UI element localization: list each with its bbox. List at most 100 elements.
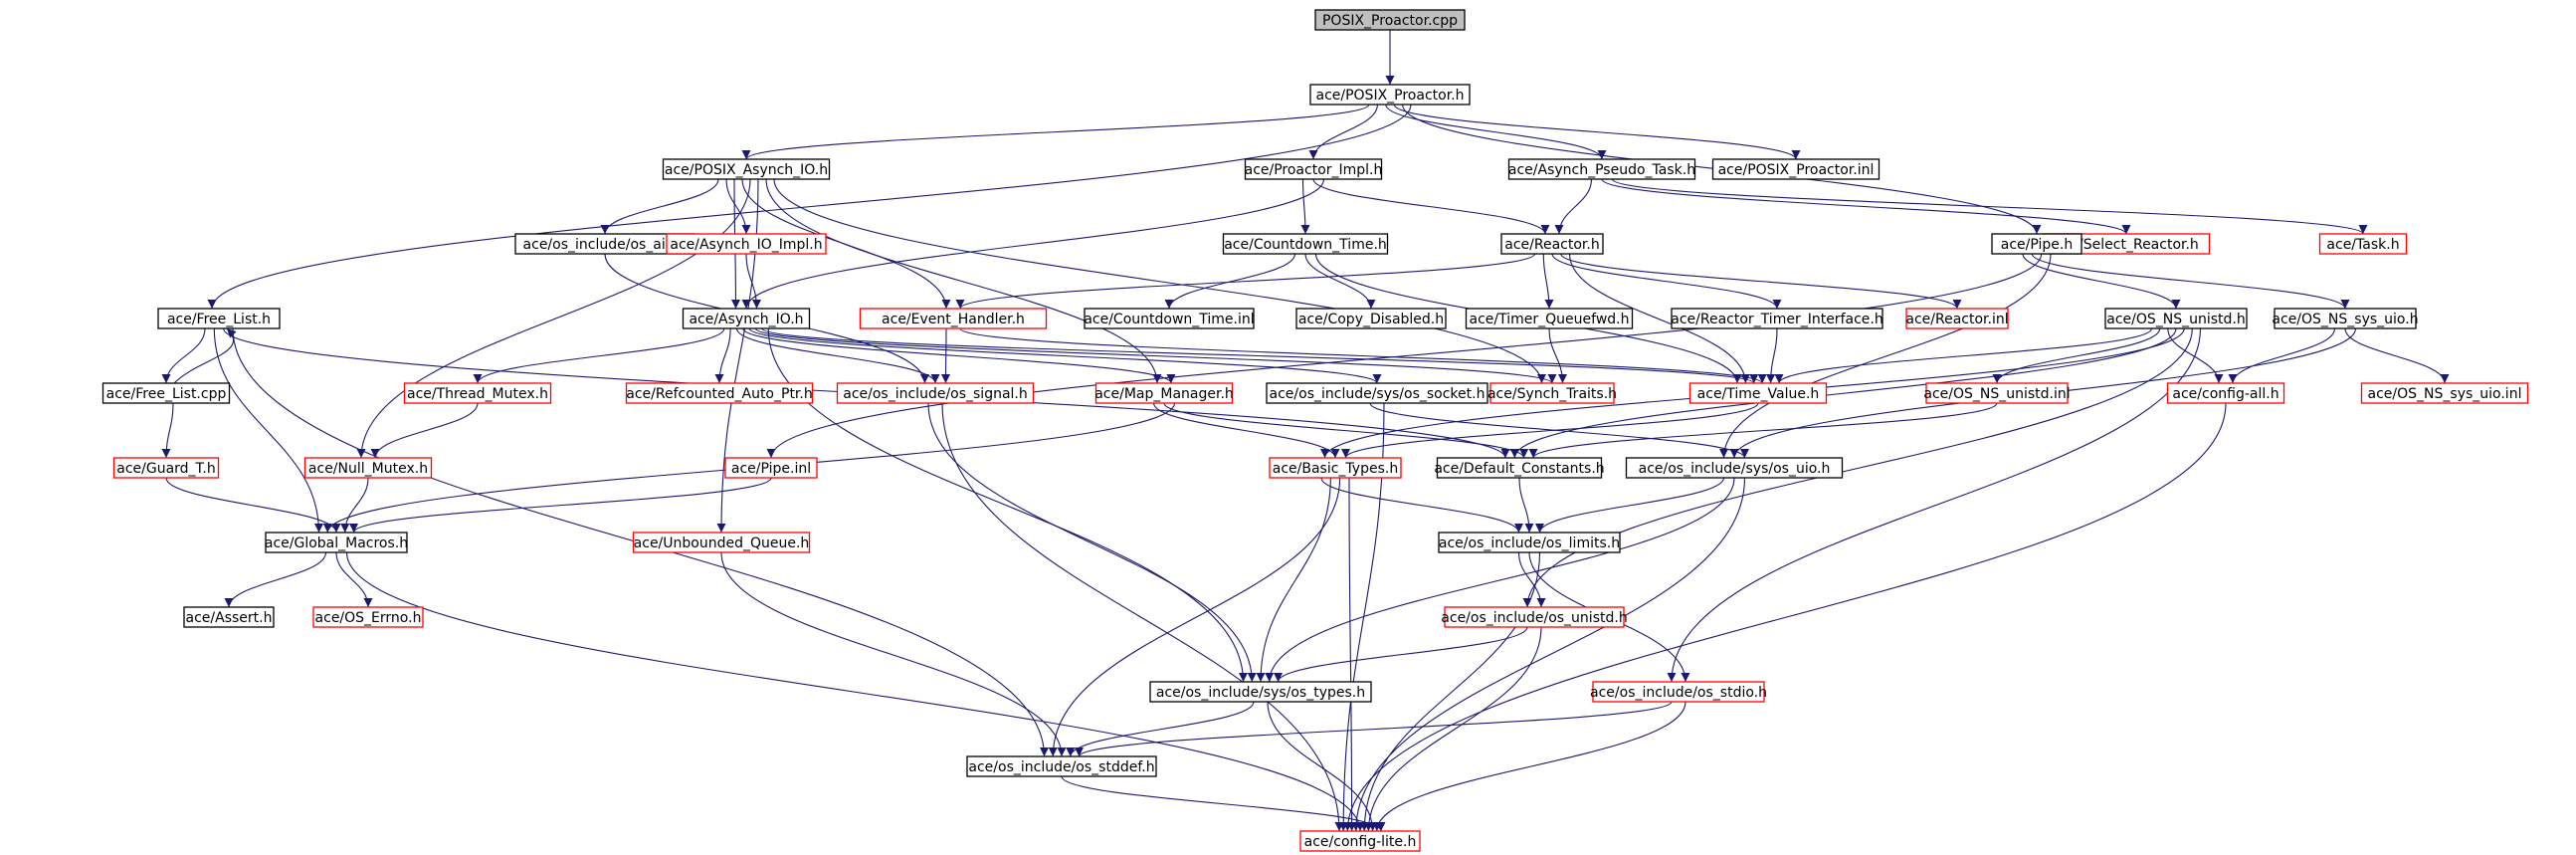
node-box[interactable] [682, 308, 811, 329]
node-n14[interactable]: ace/Asynch_IO.h [682, 308, 811, 329]
node-box[interactable] [1295, 308, 1447, 329]
node-n24[interactable]: ace/Thread_Mutex.h [403, 382, 552, 404]
node-n16[interactable]: ace/Countdown_Time.inl [1084, 308, 1255, 329]
node-box[interactable] [1094, 382, 1234, 404]
node-n21[interactable]: ace/OS_NS_unistd.h [2104, 308, 2248, 329]
node-box[interactable] [312, 606, 424, 628]
node-box[interactable] [403, 382, 552, 404]
node-box[interactable] [1244, 158, 1383, 180]
node-box[interactable] [1500, 233, 1604, 255]
node-box[interactable] [1625, 457, 1844, 479]
node-n44[interactable]: ace/OS_Errno.h [312, 606, 424, 628]
node-box[interactable] [1489, 382, 1615, 404]
node-n49[interactable]: ace/config-lite.h [1299, 830, 1421, 852]
node-box[interactable] [1991, 233, 2082, 255]
node-n25[interactable]: ace/Refcounted_Auto_Ptr.h [625, 382, 814, 404]
node-box[interactable] [2360, 382, 2529, 404]
node-n46[interactable]: ace/os_include/sys/os_types.h [1149, 681, 1372, 703]
node-n43[interactable]: ace/Assert.h [183, 606, 275, 628]
node-n8[interactable]: ace/Countdown_Time.h [1222, 233, 1389, 255]
node-box[interactable] [966, 755, 1157, 777]
node-box[interactable] [632, 532, 811, 553]
node-box[interactable] [1269, 457, 1402, 479]
node-box[interactable] [1309, 84, 1471, 106]
node-n0[interactable]: POSIX_Proactor.cpp [1314, 9, 1466, 31]
node-n1[interactable]: ace/POSIX_Proactor.h [1309, 84, 1471, 106]
node-box[interactable] [836, 382, 1035, 404]
node-box[interactable] [1905, 308, 2009, 329]
node-n40[interactable]: ace/Global_Macros.h [265, 532, 408, 553]
node-box[interactable] [859, 308, 1048, 329]
node-n29[interactable]: ace/Synch_Traits.h [1487, 382, 1617, 404]
node-n45[interactable]: ace/os_include/os_unistd.h [1441, 606, 1628, 628]
node-n33[interactable]: ace/OS_NS_sys_uio.inl [2360, 382, 2529, 404]
node-box[interactable] [1222, 233, 1389, 255]
node-box[interactable] [1671, 308, 1883, 329]
node-box[interactable] [1711, 158, 1881, 180]
node-n20[interactable]: ace/Reactor.inl [1905, 308, 2009, 329]
node-box[interactable] [1465, 308, 1634, 329]
node-box[interactable] [303, 457, 433, 479]
node-n36[interactable]: ace/Pipe.inl [724, 457, 818, 479]
node-box[interactable] [1314, 9, 1466, 31]
node-n9[interactable]: ace/Reactor.h [1500, 233, 1604, 255]
node-box[interactable] [662, 158, 831, 180]
node-n42[interactable]: ace/os_include/os_limits.h [1438, 532, 1621, 553]
node-box[interactable] [1925, 382, 2069, 404]
node-box[interactable] [2166, 382, 2285, 404]
node-n3[interactable]: ace/Proactor_Impl.h [1244, 158, 1383, 180]
node-box[interactable] [101, 382, 231, 404]
node-n19[interactable]: ace/Reactor_Timer_Interface.h [1671, 308, 1883, 329]
node-n34[interactable]: ace/Guard_T.h [112, 457, 220, 479]
node-n12[interactable]: ace/Pipe.h [1991, 233, 2082, 255]
node-box[interactable] [1592, 681, 1765, 703]
node-box[interactable] [157, 308, 281, 329]
node-n13[interactable]: ace/Free_List.h [157, 308, 281, 329]
node-n30[interactable]: ace/Time_Value.h [1688, 382, 1828, 404]
node-label: ace/OS_Errno.h [315, 610, 422, 626]
node-box[interactable] [1149, 681, 1372, 703]
node-n6[interactable]: ace/os_include/os_aio.h [514, 233, 695, 255]
node-box[interactable] [1299, 830, 1421, 852]
node-n41[interactable]: ace/Unbounded_Queue.h [632, 532, 811, 553]
node-box[interactable] [265, 532, 408, 553]
node-box[interactable] [183, 606, 275, 628]
node-n11[interactable]: ace/Task.h [2318, 233, 2408, 255]
node-n37[interactable]: ace/Basic_Types.h [1269, 457, 1402, 479]
node-box[interactable] [1507, 158, 1696, 180]
node-box[interactable] [1688, 382, 1828, 404]
node-box[interactable] [2318, 233, 2408, 255]
node-box[interactable] [1444, 606, 1625, 628]
node-n5[interactable]: ace/POSIX_Proactor.inl [1711, 158, 1881, 180]
node-box[interactable] [112, 457, 220, 479]
node-box[interactable] [666, 233, 827, 255]
node-n4[interactable]: ace/Asynch_Pseudo_Task.h [1507, 158, 1696, 180]
edge-n9-n15 [955, 253, 1536, 310]
node-box[interactable] [1266, 382, 1488, 404]
node-n2[interactable]: ace/POSIX_Asynch_IO.h [662, 158, 831, 180]
node-box[interactable] [2104, 308, 2248, 329]
node-n17[interactable]: ace/Copy_Disabled.h [1295, 308, 1447, 329]
node-n27[interactable]: ace/Map_Manager.h [1094, 382, 1234, 404]
node-box[interactable] [625, 382, 814, 404]
node-n18[interactable]: ace/Timer_Queuefwd.h [1465, 308, 1634, 329]
node-box[interactable] [1436, 457, 1603, 479]
edge-n21-n45 [1522, 327, 2193, 608]
node-n26[interactable]: ace/os_include/os_signal.h [836, 382, 1035, 404]
node-n7[interactable]: ace/Asynch_IO_Impl.h [666, 233, 827, 255]
node-box[interactable] [1084, 308, 1255, 329]
node-n31[interactable]: ace/OS_NS_unistd.inl [1923, 382, 2071, 404]
node-n35[interactable]: ace/Null_Mutex.h [303, 457, 433, 479]
node-box[interactable] [1438, 532, 1621, 553]
node-n22[interactable]: ace/OS_NS_sys_uio.h [2272, 308, 2419, 329]
node-n15[interactable]: ace/Event_Handler.h [859, 308, 1048, 329]
node-n39[interactable]: ace/os_include/sys/os_uio.h [1625, 457, 1844, 479]
node-n38[interactable]: ace/Default_Constants.h [1434, 457, 1605, 479]
node-box[interactable] [724, 457, 818, 479]
node-box[interactable] [2274, 308, 2417, 329]
node-n23[interactable]: ace/Free_List.cpp [101, 382, 231, 404]
node-n47[interactable]: ace/os_include/os_stdio.h [1590, 681, 1767, 703]
node-n48[interactable]: ace/os_include/os_stddef.h [966, 755, 1157, 777]
node-n32[interactable]: ace/config-all.h [2166, 382, 2285, 404]
node-n28[interactable]: ace/os_include/sys/os_socket.h [1266, 382, 1488, 404]
